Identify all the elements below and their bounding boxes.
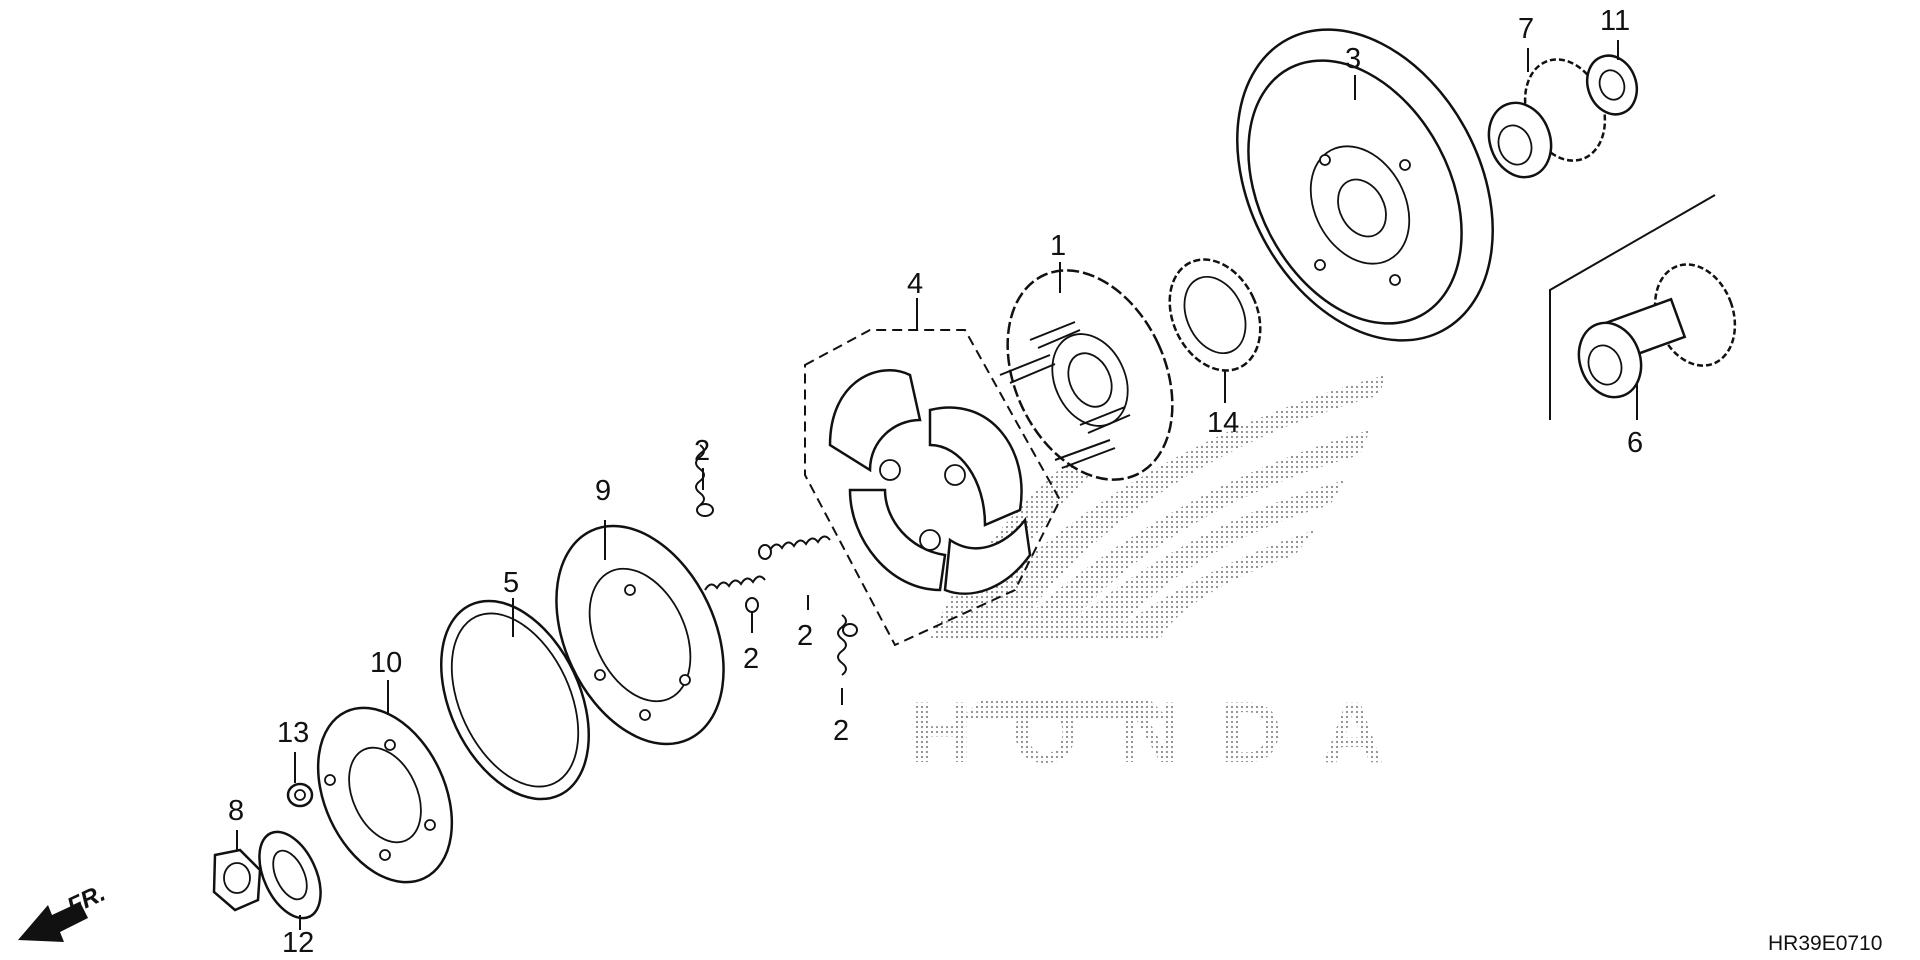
drawing-code: HR39E0710 — [1768, 932, 1882, 955]
watermark-text: HONDA — [910, 685, 1390, 781]
spring-center — [758, 535, 831, 560]
washer — [258, 830, 322, 920]
callout-13: 13 — [277, 717, 309, 749]
weight-assembly — [804, 329, 1062, 647]
callout-10: 10 — [370, 647, 402, 679]
callout-1: 1 — [1050, 230, 1066, 262]
callout-2-middle: 2 — [743, 643, 759, 675]
callout-4: 4 — [907, 268, 923, 300]
friction-ring — [439, 599, 591, 801]
callout-2-center: 2 — [797, 620, 813, 652]
one-way-clutch — [1168, 258, 1262, 372]
callout-12: 12 — [282, 927, 314, 959]
callout-14: 14 — [1207, 407, 1239, 439]
callout-2-lower: 2 — [833, 715, 849, 747]
callout-3: 3 — [1345, 43, 1361, 75]
outer-plate — [555, 524, 725, 746]
drive-gear — [1487, 58, 1607, 179]
nut — [212, 848, 262, 912]
gear-shaft — [1549, 194, 1737, 420]
callout-9: 9 — [595, 475, 611, 507]
spring-middle-left — [704, 575, 766, 613]
callout-6: 6 — [1627, 427, 1643, 459]
thrust-washer — [1585, 54, 1639, 116]
lock-washer — [286, 782, 314, 808]
callout-11: 11 — [1600, 5, 1630, 37]
cover-plate — [316, 706, 454, 884]
spring-lower — [837, 614, 858, 676]
clutch-drum — [1236, 28, 1494, 342]
callout-2-upper: 2 — [694, 435, 710, 467]
clutch-plate — [999, 269, 1174, 481]
callout-7: 7 — [1518, 13, 1534, 45]
callout-5: 5 — [503, 567, 519, 599]
front-direction-arrow-icon — [18, 902, 88, 942]
callout-8: 8 — [228, 795, 244, 827]
honda-wing-watermark — [930, 375, 1385, 720]
leader-lines — [236, 40, 1638, 930]
